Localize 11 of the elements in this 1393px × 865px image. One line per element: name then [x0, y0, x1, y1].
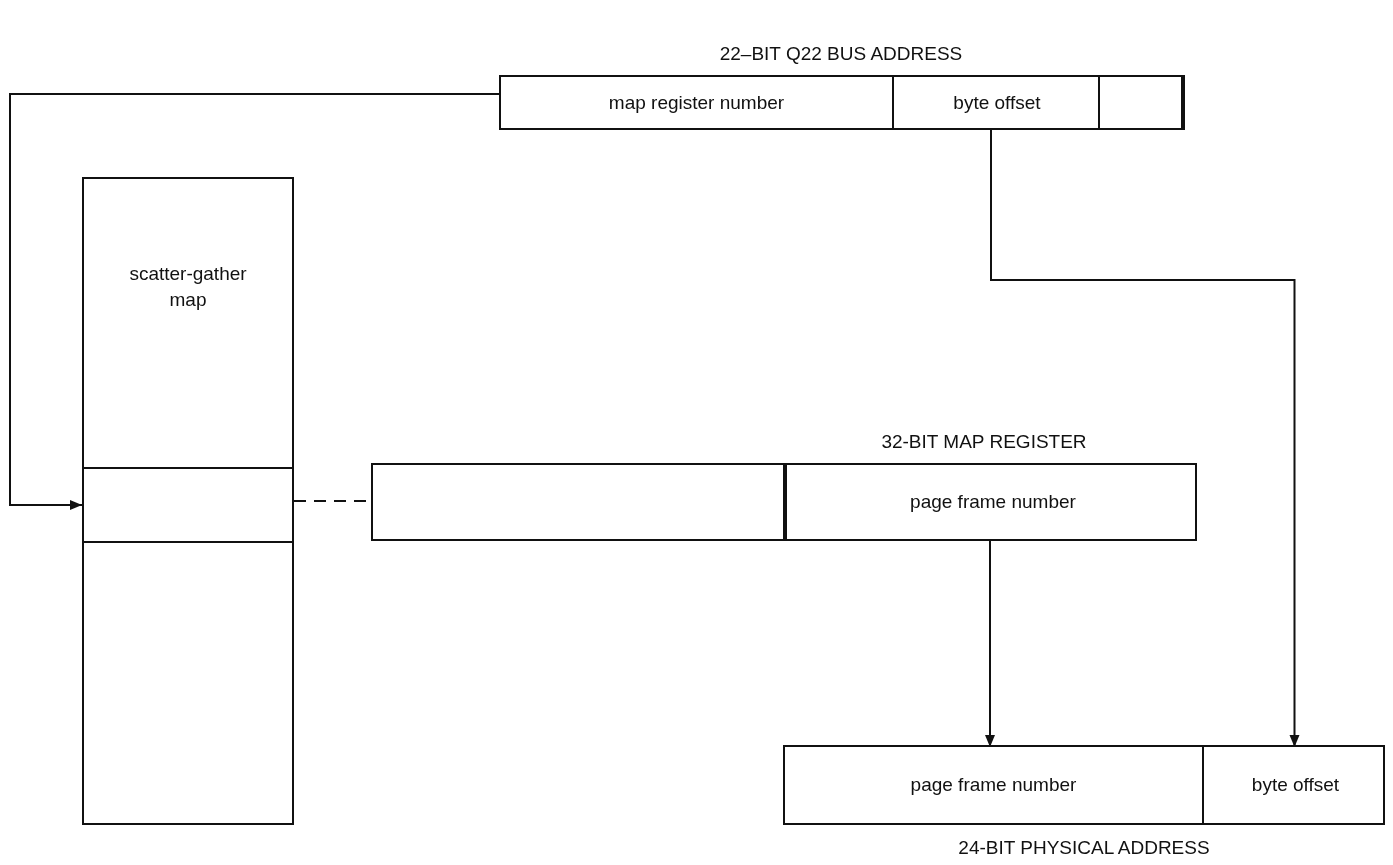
register-field: page frame number	[785, 465, 1199, 539]
scatter-gather-map-column	[82, 177, 294, 825]
map-entry	[82, 467, 294, 543]
map-title: scatter-gather map	[128, 262, 248, 312]
register-field: byte offset	[892, 77, 1100, 128]
register-heading: 22–BIT Q22 BUS ADDRESS	[718, 43, 964, 65]
register-field: byte offset	[1202, 747, 1387, 823]
register-field: map register number	[501, 77, 892, 128]
register-field: page frame number	[785, 747, 1202, 823]
register-heading: 32-BIT MAP REGISTER	[880, 431, 1088, 453]
register-heading: 24-BIT PHYSICAL ADDRESS	[957, 837, 1211, 859]
